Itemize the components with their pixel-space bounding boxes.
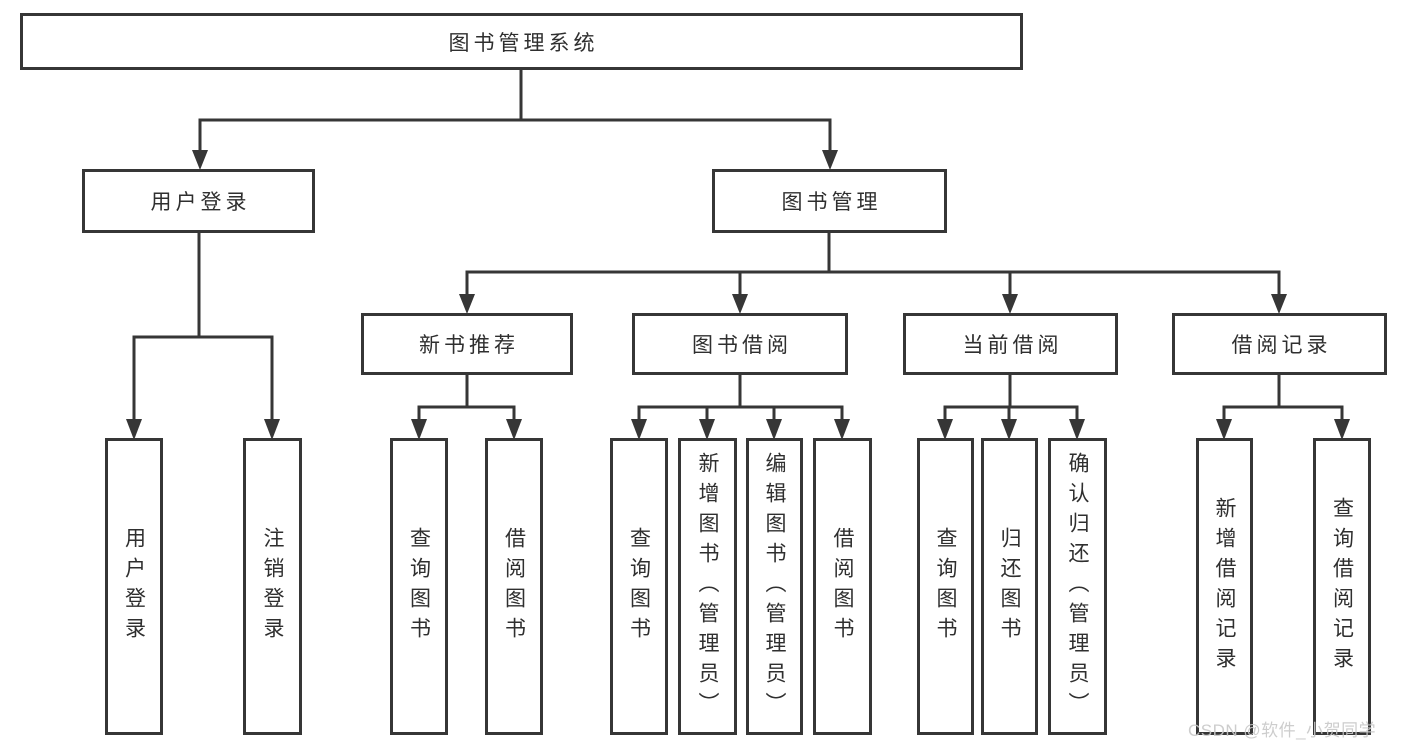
leaf-borrow-books-recommend: 借阅图书 bbox=[485, 438, 543, 735]
node-user-login: 用户登录 bbox=[82, 169, 315, 233]
node-label: 确认归还（管理员） bbox=[1066, 451, 1089, 722]
node-label: 借阅图书 bbox=[502, 526, 526, 647]
node-library-management-system: 图书管理系统 bbox=[20, 13, 1023, 70]
node-label: 查询图书 bbox=[407, 526, 431, 647]
node-new-book-recommendation: 新书推荐 bbox=[361, 313, 573, 375]
node-label: 查询图书 bbox=[934, 526, 957, 647]
leaf-add-books-admin: 新增图书（管理员） bbox=[678, 438, 737, 735]
node-book-borrowing: 图书借阅 bbox=[632, 313, 848, 375]
node-label: 用户登录 bbox=[150, 191, 251, 214]
leaf-confirm-return-admin: 确认归还（管理员） bbox=[1048, 438, 1107, 735]
leaf-logout-login: 注销登录 bbox=[243, 438, 302, 735]
node-label: 新书推荐 bbox=[419, 334, 519, 357]
node-label: 用户登录 bbox=[122, 526, 146, 647]
node-label: 查询图书 bbox=[627, 526, 651, 647]
node-label: 借阅图书 bbox=[831, 526, 854, 647]
node-label: 借阅记录 bbox=[1231, 334, 1332, 357]
leaf-query-books-recommend: 查询图书 bbox=[390, 438, 448, 735]
node-borrowing-records: 借阅记录 bbox=[1172, 313, 1387, 375]
watermark: CSDN @软件_小贺同学 bbox=[1188, 721, 1377, 740]
leaf-borrow-books: 借阅图书 bbox=[813, 438, 872, 735]
node-label: 当前借阅 bbox=[962, 334, 1063, 357]
node-label: 图书管理系统 bbox=[448, 31, 599, 55]
node-label: 归还图书 bbox=[998, 526, 1021, 647]
leaf-query-books-current: 查询图书 bbox=[917, 438, 974, 735]
leaf-edit-books-admin: 编辑图书（管理员） bbox=[746, 438, 803, 735]
node-label: 新增借阅记录 bbox=[1213, 496, 1236, 677]
leaf-query-books-borrowing: 查询图书 bbox=[610, 438, 668, 735]
node-label: 注销登录 bbox=[261, 526, 284, 647]
node-label: 图书借阅 bbox=[692, 334, 792, 357]
leaf-return-books: 归还图书 bbox=[981, 438, 1038, 735]
node-label: 图书管理 bbox=[781, 191, 882, 214]
node-current-borrowing: 当前借阅 bbox=[903, 313, 1118, 375]
node-label: 新增图书（管理员） bbox=[696, 451, 719, 722]
node-book-management: 图书管理 bbox=[712, 169, 947, 233]
leaf-add-borrow-record: 新增借阅记录 bbox=[1196, 438, 1253, 735]
node-label: 编辑图书（管理员） bbox=[763, 451, 786, 722]
leaf-user-login: 用户登录 bbox=[105, 438, 163, 735]
node-label: 查询借阅记录 bbox=[1330, 496, 1354, 677]
leaf-query-borrow-record: 查询借阅记录 bbox=[1313, 438, 1371, 735]
